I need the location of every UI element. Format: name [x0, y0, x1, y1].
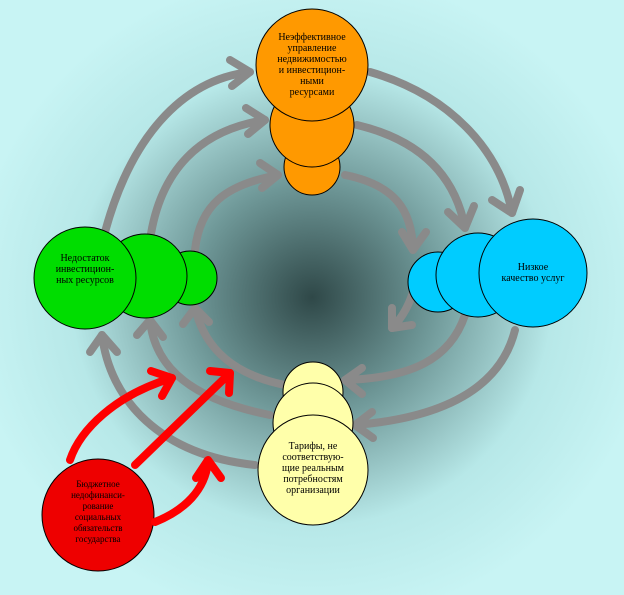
node-bottom [257, 361, 369, 526]
node-right [407, 218, 588, 328]
node-budget [41, 458, 155, 572]
arrow-bottom-to-left-middle-head [133, 316, 167, 341]
arrow-right-to-bottom-middle-head [341, 364, 366, 398]
arrow-top-to-right-middle-head [444, 202, 478, 232]
arrow-top-to-right-outer [366, 68, 516, 217]
arrow-bottom-to-left-outer-head [86, 331, 121, 356]
red-arrow-to-bottom-head [192, 456, 225, 482]
arrow-bottom-to-left-middle [146, 316, 274, 419]
node-budget-label: Бюджетное недофинанси- рование социальны… [71, 479, 125, 544]
red-arrow-to-left-middle [66, 374, 176, 464]
node-left [33, 226, 218, 330]
arrow-left-to-top-outer [101, 68, 254, 236]
arrow-left-to-top-inner [191, 171, 282, 254]
arrow-right-to-bottom-middle [341, 311, 469, 384]
red-arrow-to-left-inner [131, 369, 234, 469]
red-arrow-to-left-inner-head [206, 367, 234, 397]
arrow-left-to-top-middle [146, 116, 269, 244]
arrow-right-to-bottom-inner-head [388, 304, 416, 332]
arrow-left-to-top-outer-head [226, 56, 254, 90]
node-left-label: Недостаток инвестицион- ных ресурсов [55, 253, 115, 286]
red-arrow-to-bottom [151, 458, 212, 526]
arrow-left-to-top-middle-head [242, 104, 269, 138]
arrow-top-to-right-inner-head [398, 228, 430, 254]
arrow-bottom-to-left-outer [98, 331, 259, 469]
node-bottom-label: Тарифы, не соответствую- щие реальным по… [281, 441, 345, 496]
arrow-left-to-top-inner-head [256, 159, 282, 192]
node-right-label: Низкое качество услуг [501, 262, 565, 284]
arrow-top-to-right-outer-head [488, 186, 524, 217]
node-top [255, 8, 369, 196]
arrow-right-to-bottom-outer-head [351, 408, 377, 442]
arrow-top-to-right-inner [341, 171, 417, 254]
node-top-label: Неэффективное управление недвижимостью и… [277, 32, 347, 98]
arrow-right-to-bottom-outer [351, 326, 519, 429]
red-arrow-to-left-middle-head [147, 367, 176, 400]
arrow-bottom-to-left-inner-head [179, 304, 213, 328]
arrow-bottom-to-left-inner [191, 304, 289, 389]
arrow-top-to-right-middle [353, 121, 469, 232]
